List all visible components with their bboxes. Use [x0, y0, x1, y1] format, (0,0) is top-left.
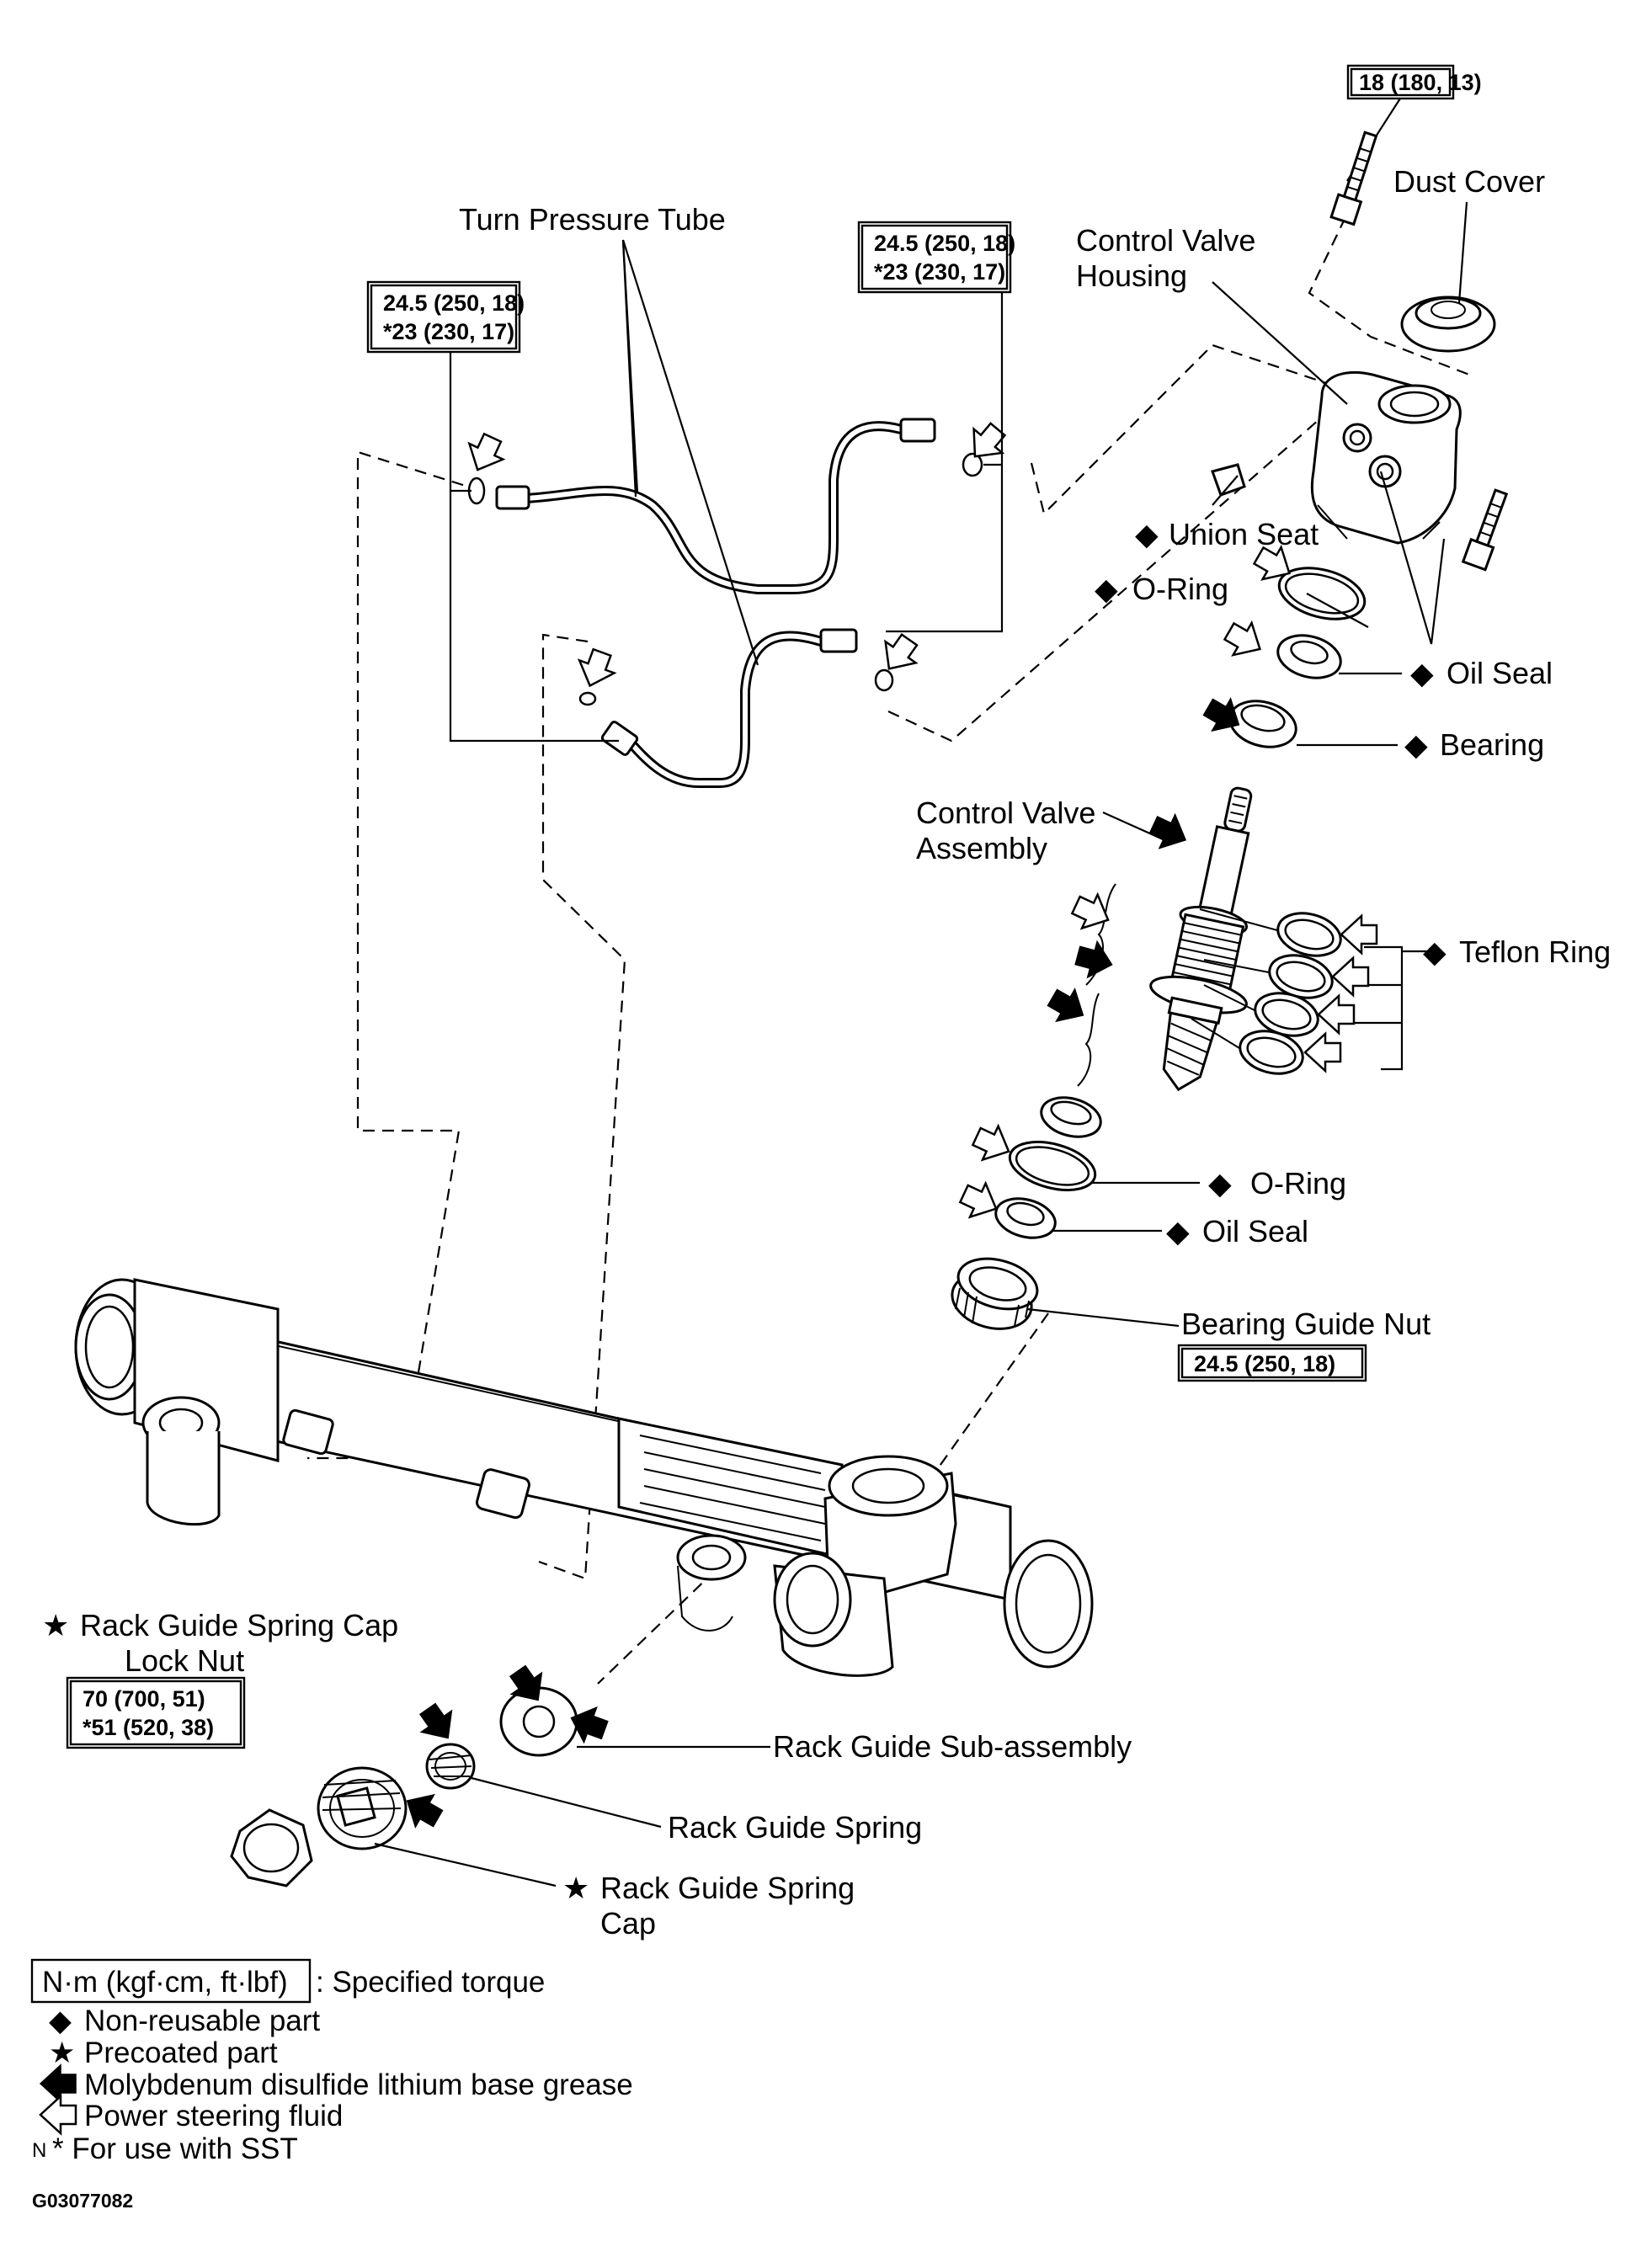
legend-torque-unit: N·m (kgf·cm, ft·lbf) [42, 1966, 288, 1999]
legend-non-reusable: Non-reusable part [84, 2004, 320, 2037]
teflon-rings [1191, 908, 1431, 1075]
diamond-union-seat: ◆ [1135, 517, 1159, 551]
star-spring-cap: ★ [562, 1871, 589, 1905]
figure-code: G03077082 [32, 2190, 133, 2212]
turn-pressure-tubes [467, 418, 983, 788]
torque-box-lock-nut: 70 (700, 51) *51 (520, 38) [66, 1676, 246, 1749]
torque-tube-right-2: *23 (230, 17) [874, 259, 1005, 285]
legend: N·m (kgf·cm, ft·lbf) : Specified torque … [30, 1958, 633, 2212]
label-oil-seal-lower: Oil Seal [1202, 1214, 1308, 1248]
label-rack-guide-spring-cap-1: Rack Guide Spring [600, 1871, 855, 1905]
label-bearing-guide-nut: Bearing Guide Nut [1181, 1307, 1431, 1341]
label-turn-pressure-tube: Turn Pressure Tube [459, 202, 726, 237]
torque-tube-right-1: 24.5 (250, 18) [874, 231, 1015, 256]
torque-lock-nut-1: 70 (700, 51) [83, 1686, 205, 1712]
torque-tube-left-2: *23 (230, 17) [383, 319, 514, 344]
housing-leaders [1212, 201, 1468, 747]
torque-box-dust-cover: 18 (180, 13) [1346, 64, 1482, 100]
diamond-o-ring-upper: ◆ [1095, 572, 1118, 606]
label-control-valve-assembly-2: Assembly [916, 831, 1047, 865]
label-control-valve-housing-1: Control Valve [1076, 223, 1255, 258]
diamond-oil-seal-lower: ◆ [1166, 1214, 1190, 1248]
label-control-valve-assembly-1: Control Valve [916, 796, 1095, 830]
legend-fluid: Power steering fluid [84, 2100, 343, 2132]
legend-grease-arrow-icon [40, 2064, 77, 2103]
control-valve-assembly [1149, 786, 1253, 1092]
legend-sst-prefix: N [32, 2139, 46, 2162]
rack-guide-parts [230, 1686, 770, 1887]
part-labels: Turn Pressure Tube Dust Cover Control Va… [42, 164, 1611, 1941]
legend-torque-desc: : Specified torque [316, 1966, 545, 1999]
legend-sst: * For use with SST [52, 2132, 298, 2165]
label-dust-cover: Dust Cover [1393, 164, 1545, 199]
label-bearing: Bearing [1440, 727, 1544, 762]
legend-star-symbol: ★ [49, 2036, 75, 2069]
legend-diamond-symbol: ◆ [49, 2004, 72, 2037]
label-rack-guide-spring-cap-2: Cap [600, 1906, 656, 1941]
label-union-seat: Union Seat [1169, 517, 1319, 551]
label-rack-guide-sub-assembly: Rack Guide Sub-assembly [773, 1729, 1132, 1764]
torque-lock-nut-2: *51 (520, 38) [83, 1715, 214, 1740]
label-o-ring-lower: O-Ring [1250, 1166, 1346, 1201]
torque-bearing-guide-nut: 24.5 (250, 18) [1194, 1351, 1335, 1376]
legend-grease: Molybdenum disulfide lithium base grease [84, 2068, 633, 2101]
diamond-teflon-ring: ◆ [1423, 934, 1447, 969]
legend-precoated: Precoated part [84, 2036, 278, 2069]
diamond-oil-seal-upper: ◆ [1410, 656, 1434, 690]
torque-box-bearing-guide-nut: 24.5 (250, 18) [1177, 1344, 1367, 1382]
label-oil-seal-upper: Oil Seal [1447, 656, 1553, 690]
torque-box-tube-left: 24.5 (250, 18) *23 (230, 17) [366, 280, 525, 354]
diamond-bearing: ◆ [1404, 727, 1428, 762]
legend-fluid-arrow-icon [39, 2095, 77, 2135]
label-o-ring-upper: O-Ring [1132, 572, 1228, 606]
torque-box-tube-right: 24.5 (250, 18) *23 (230, 17) [857, 221, 1015, 294]
label-rack-guide-lock-nut-1: Rack Guide Spring Cap [80, 1608, 398, 1642]
torque-tube-left-1: 24.5 (250, 18) [383, 290, 525, 316]
diamond-o-ring-lower: ◆ [1208, 1166, 1232, 1201]
label-teflon-ring: Teflon Ring [1459, 934, 1611, 969]
torque-dust-cover-bolt: 18 (180, 13) [1359, 70, 1482, 95]
lower-valve-parts [951, 1096, 1200, 1330]
label-rack-guide-lock-nut-2: Lock Nut [125, 1643, 244, 1678]
label-control-valve-housing-2: Housing [1076, 258, 1187, 293]
label-rack-guide-spring: Rack Guide Spring [668, 1810, 922, 1845]
rack-housing [74, 1278, 1094, 1677]
star-lock-nut: ★ [42, 1608, 69, 1642]
